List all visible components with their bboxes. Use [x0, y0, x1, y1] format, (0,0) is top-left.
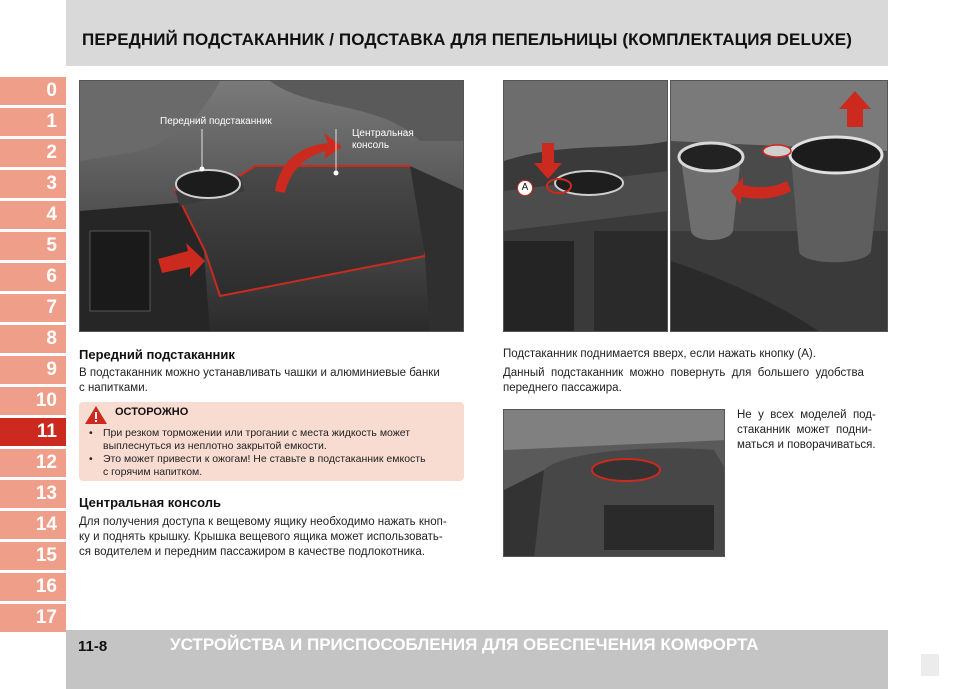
chapter-tab-5[interactable]: 5 — [0, 232, 66, 260]
console-callout-line1: Центральная — [352, 128, 414, 139]
chapter-tab-0[interactable]: 0 — [0, 77, 66, 105]
console-text-line2: ку и поднять крышку. Крышка вещевого ящи… — [79, 531, 443, 543]
corner-marker — [921, 654, 939, 676]
warning-item-1-line1: • При резком торможении или трогании с ме… — [89, 427, 410, 441]
warning-item-1-text: При резком торможении или трогании с мес… — [103, 427, 411, 439]
chapter-tab-11-active[interactable]: 11 — [0, 418, 66, 446]
bullet: • — [89, 453, 93, 465]
warning-item-1-line2: выплеснуться из неплотно закрытой емкост… — [103, 440, 327, 452]
cupholder-callout: Передний подстаканник — [160, 116, 272, 127]
button-a-text: Подстаканник поднимается вверх, если наж… — [503, 348, 816, 360]
note-line2: стаканник может подни- — [737, 424, 872, 436]
chapter-tab-7[interactable]: 7 — [0, 294, 66, 322]
bullet: • — [89, 427, 93, 439]
console-illustration — [80, 81, 463, 331]
console-section-title: Центральная консоль — [79, 495, 222, 510]
chapter-tab-16[interactable]: 16 — [0, 573, 66, 601]
chapter-tab-14[interactable]: 14 — [0, 511, 66, 539]
chapter-tab-8[interactable]: 8 — [0, 325, 66, 353]
console-photo: Передний подстаканник Центральная консол… — [79, 80, 464, 332]
cupholder-rotate-illustration — [671, 81, 887, 331]
page-header: ПЕРЕДНИЙ ПОДСТАКАННИК / ПОДСТАВКА ДЛЯ ПЕ… — [66, 0, 888, 66]
page-number: 11-8 — [78, 638, 108, 655]
warning-box: ОСТОРОЖНО • При резком торможении или тро… — [79, 402, 464, 481]
cupholder-text-line2: с напитками. — [79, 382, 148, 394]
chapter-tab-2[interactable]: 2 — [0, 139, 66, 167]
cupholder-button-photo: A — [503, 80, 668, 332]
chapter-tab-15[interactable]: 15 — [0, 542, 66, 570]
cupholder-section-title: Передний подстаканник — [79, 347, 235, 362]
chapter-tab-12[interactable]: 12 — [0, 449, 66, 477]
armrest-illustration — [504, 410, 724, 556]
button-a-marker: A — [517, 180, 533, 196]
cupholder-button-illustration — [504, 81, 667, 331]
rotate-text-line1: Данный подстаканник можно повернуть для … — [503, 367, 864, 379]
cupholder-rotate-photo — [670, 80, 888, 332]
chapter-tab-13[interactable]: 13 — [0, 480, 66, 508]
warning-triangle-icon — [85, 406, 107, 424]
chapter-tab-3[interactable]: 3 — [0, 170, 66, 198]
chapter-title: УСТРОЙСТВА И ПРИСПОСОБЛЕНИЯ ДЛЯ ОБЕСПЕЧЕ… — [170, 635, 759, 654]
chapter-tab-17[interactable]: 17 — [0, 604, 66, 632]
chapter-tab-10[interactable]: 10 — [0, 387, 66, 415]
chapter-tab-4[interactable]: 4 — [0, 201, 66, 229]
warning-title: ОСТОРОЖНО — [115, 406, 189, 418]
warning-item-2-line2: с горячим напитком. — [103, 466, 203, 478]
note-line1: Не у всех моделей под- — [737, 409, 876, 421]
cupholder-text-line1: В подстаканник можно устанавливать чашки… — [79, 367, 440, 379]
chapter-tabs: 0 1 2 3 4 5 6 7 8 9 10 11 12 13 14 15 16… — [0, 77, 66, 635]
chapter-tab-1[interactable]: 1 — [0, 108, 66, 136]
chapter-tab-9[interactable]: 9 — [0, 356, 66, 384]
warning-item-2-line1: • Это может привести к ожогам! Не ставьте… — [89, 453, 426, 467]
page-footer: 11-8 УСТРОЙСТВА И ПРИСПОСОБЛЕНИЯ ДЛЯ ОБЕ… — [66, 630, 888, 689]
console-callout-line2: консоль — [352, 140, 390, 151]
note-line3: маться и поворачиваться. — [737, 439, 876, 451]
console-text-line1: Для получения доступа к вещевому ящику н… — [79, 516, 447, 528]
chapter-tab-6[interactable]: 6 — [0, 263, 66, 291]
warning-item-2-text: Это может привести к ожогам! Не ставьте … — [103, 453, 426, 465]
armrest-photo — [503, 409, 725, 557]
console-text-line3: ся водителем и передним пассажиром в кач… — [79, 546, 425, 558]
rotate-text-line2: переднего пассажира. — [503, 382, 622, 394]
page-title: ПЕРЕДНИЙ ПОДСТАКАННИК / ПОДСТАВКА ДЛЯ ПЕ… — [82, 30, 852, 49]
